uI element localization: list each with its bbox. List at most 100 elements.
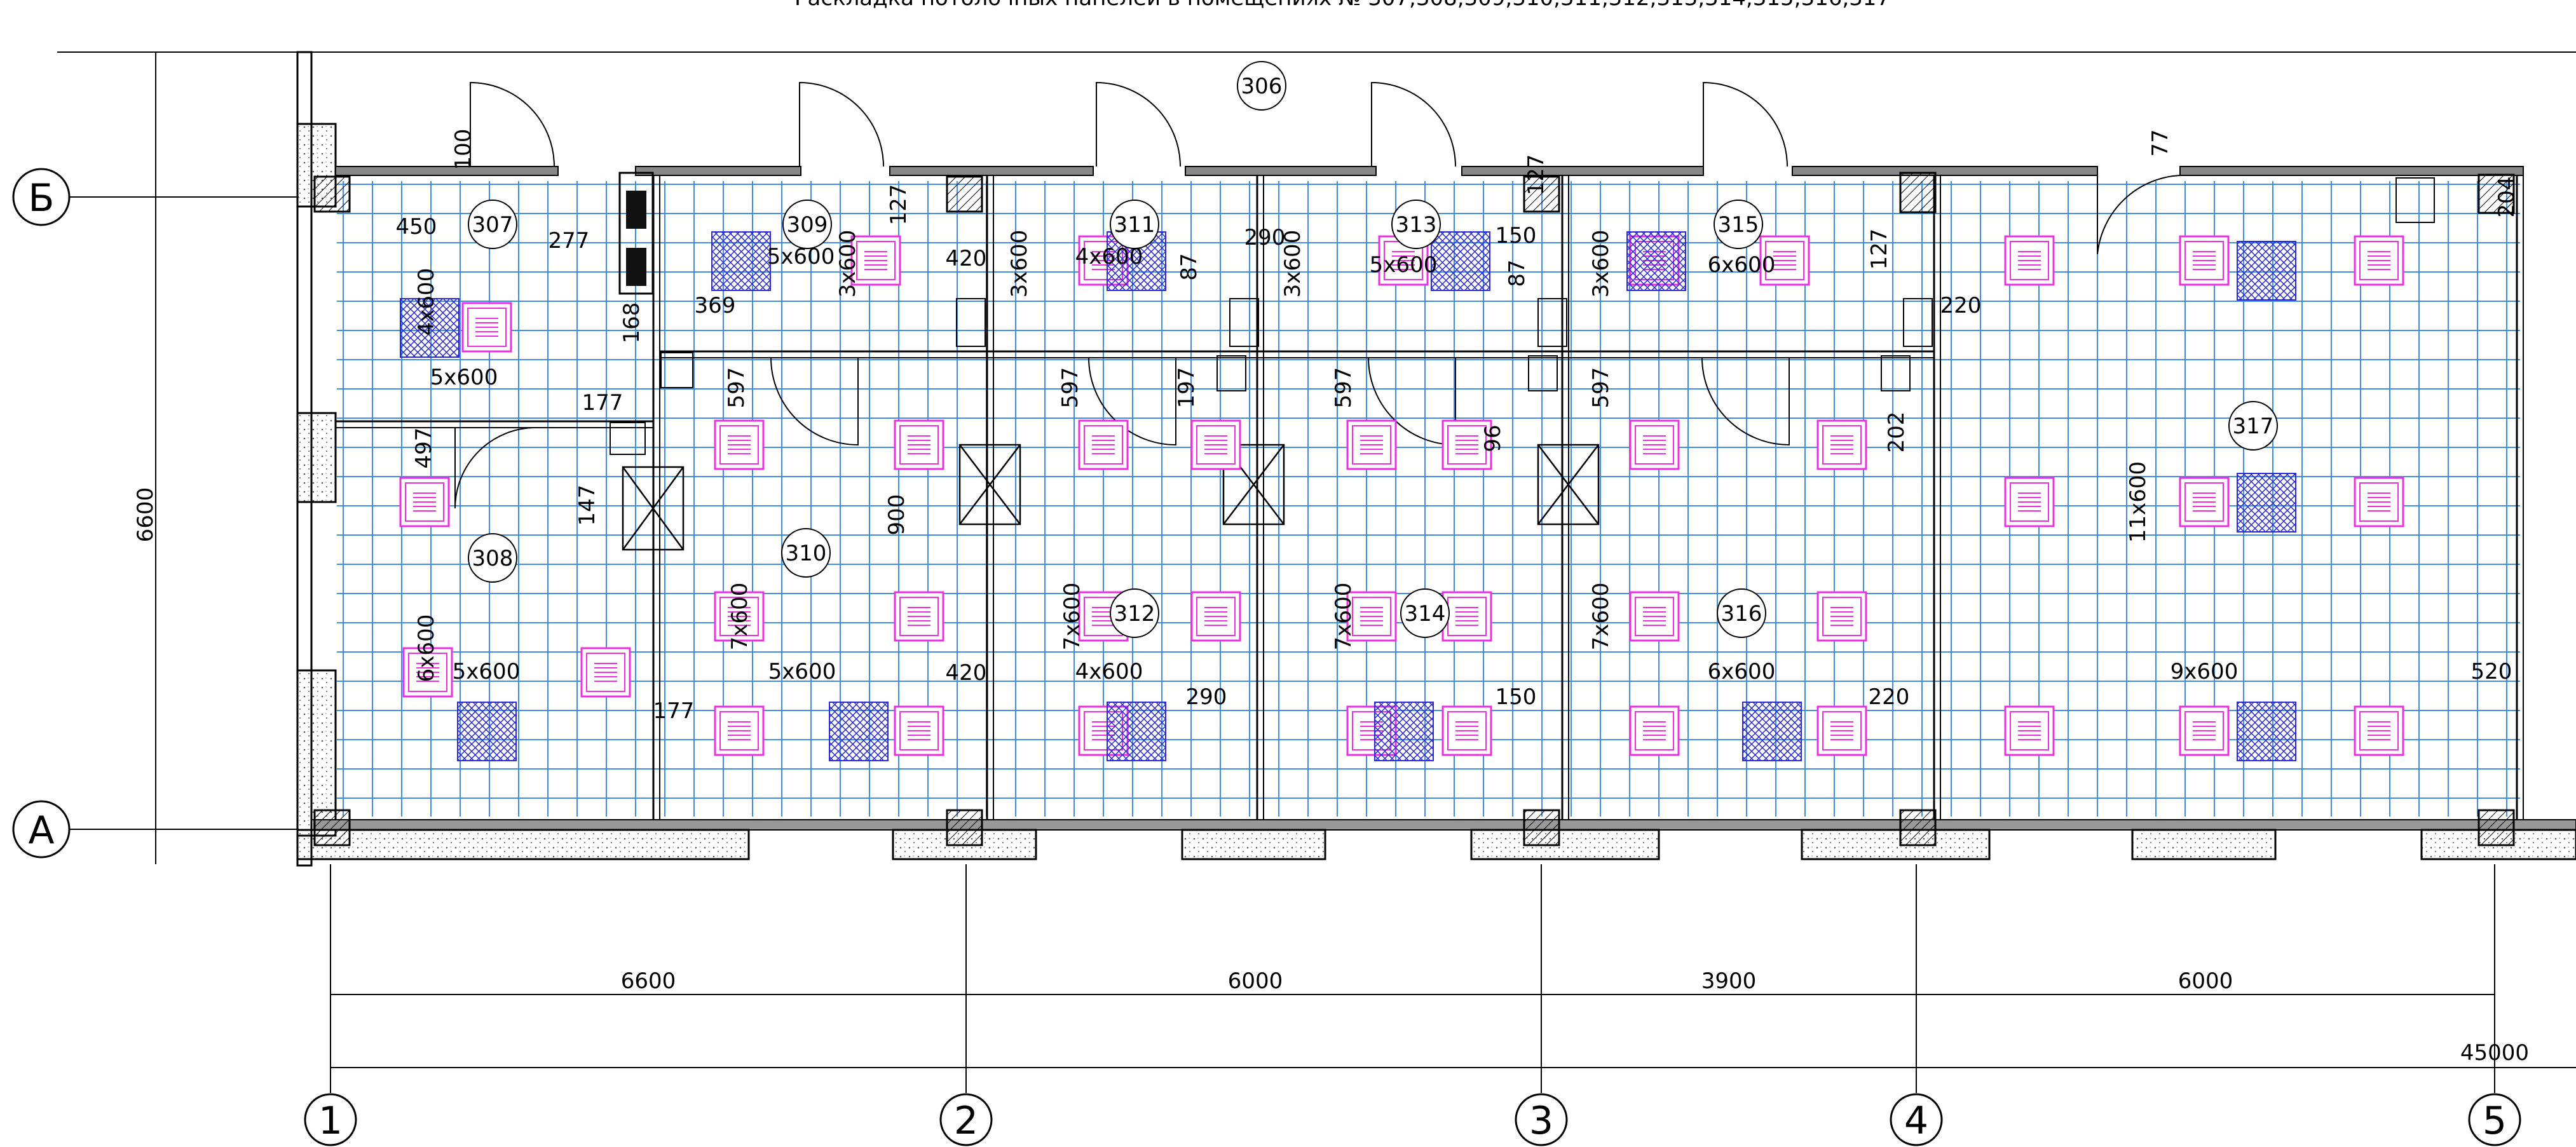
svg-text:315: 315 [1718,212,1759,238]
offset-202: 202 [1884,412,1909,453]
lamp-panel [1346,419,1397,470]
lamp-panel [2179,235,2230,286]
room-312: 312 [1110,588,1159,638]
grid-311-v: 3x600 [1007,230,1032,298]
lamp-panel [402,647,453,698]
vent-panel-overlay [1743,702,1801,761]
vent-panel-overlay [1375,702,1433,761]
offset-177a: 177 [582,390,624,416]
svg-text:2: 2 [954,1099,978,1143]
vent-panel-overlay [2237,702,2296,761]
dim-span-2: 6000 [1228,968,1283,994]
svg-text:307: 307 [472,212,514,238]
offset-87b: 87 [1504,259,1530,287]
axis-marker-b: Б [12,168,71,226]
svg-text:1: 1 [318,1099,343,1143]
lamp-panel [2179,705,2230,756]
lamp-panel [850,235,901,286]
offset-420b: 420 [946,660,987,686]
svg-text:311: 311 [1114,212,1155,238]
svg-text:314: 314 [1405,601,1446,627]
grid-311: 5x600 [767,244,835,269]
room-315: 315 [1714,200,1763,249]
room-316: 316 [1717,588,1766,638]
offset-520: 520 [2471,659,2512,684]
svg-text:306: 306 [1241,74,1283,99]
lamp-panel [1078,419,1129,470]
offset-197: 197 [1174,367,1199,409]
grid-315-v: 3x600 [1588,230,1614,298]
offset-369: 369 [695,293,736,318]
dim-span-1: 6600 [621,968,676,994]
vent-panel-overlay [829,702,888,761]
room-309: 309 [782,200,832,249]
room-306: 306 [1237,61,1286,111]
axis-marker-2: 2 [939,1093,993,1146]
svg-text:5: 5 [2483,1099,2507,1143]
lamp-panel [714,591,765,642]
offset-127b: 127 [1523,154,1549,196]
offset-497: 497 [411,428,437,469]
lamp-panel [1816,591,1867,642]
vent-panel-overlay [400,299,459,357]
offset-220b: 220 [1869,684,1910,710]
drawing-title: Раскладка потолочных панелей в помещения… [794,0,1890,11]
lamp-panel [1346,591,1397,642]
lamp-panel [580,647,631,698]
offset-100: 100 [451,129,476,170]
lamp-panel [1816,705,1867,756]
dim-span-3: 3900 [1701,968,1757,994]
svg-text:310: 310 [786,541,827,566]
grid-307: 5x600 [430,365,498,390]
offset-204: 204 [2494,177,2519,218]
lamp-panel [2354,477,2404,527]
grid-310-v: 7x600 [727,583,753,651]
room-311: 311 [1110,200,1159,249]
axis-marker-5: 5 [2468,1093,2521,1146]
svg-text:3: 3 [1529,1099,1553,1143]
grid-314-v: 7x600 [1331,583,1356,651]
dimension-lines [57,52,2576,1093]
lamp-panel [894,705,944,756]
vent-panel-overlay [458,702,516,761]
vent-panel-overlay [2237,473,2296,532]
lamp-panel [1629,419,1680,470]
axis-marker-1: 1 [304,1093,357,1146]
lamp-panel [1441,591,1492,642]
svg-text:309: 309 [787,212,828,238]
svg-text:А: А [28,808,54,853]
lamp-panel [714,705,765,756]
svg-text:4: 4 [1904,1099,1928,1143]
vent-panel-overlay [1627,232,1686,290]
grid-315: 6x600 [1708,252,1776,278]
offset-150b: 150 [1496,684,1537,710]
vent-panel-overlay [1107,702,1166,761]
grid-309-v: 3x600 [835,230,861,298]
grid-313-v: 3x600 [1280,230,1305,298]
lamp-panel [399,477,450,527]
grid-312-v: 7x600 [1060,583,1085,651]
grid-308: 5x600 [453,659,521,684]
lamp-panel [1190,419,1241,470]
lamp-panel [714,419,765,470]
grid-316-v: 7x600 [1588,583,1614,651]
offset-277: 277 [549,228,590,254]
room-317: 317 [2228,401,2278,451]
room-310: 310 [781,528,831,578]
lamp-panel [2179,477,2230,527]
lamp-panel [1190,591,1241,642]
lamp-panel [2004,477,2055,527]
room-307: 307 [468,200,517,249]
dim-height-left: 6600 [133,487,158,543]
grid-312: 4x600 [1075,659,1143,684]
offset-290b: 290 [1186,684,1227,710]
axis-marker-3: 3 [1515,1093,1568,1146]
offset-87a: 87 [1176,253,1202,280]
building-walls [296,51,2576,867]
vent-panel-overlay [1431,232,1490,290]
svg-text:313: 313 [1396,212,1437,238]
offset-77: 77 [2148,129,2173,156]
svg-text:312: 312 [1114,601,1155,627]
lamp-panel [1629,705,1680,756]
